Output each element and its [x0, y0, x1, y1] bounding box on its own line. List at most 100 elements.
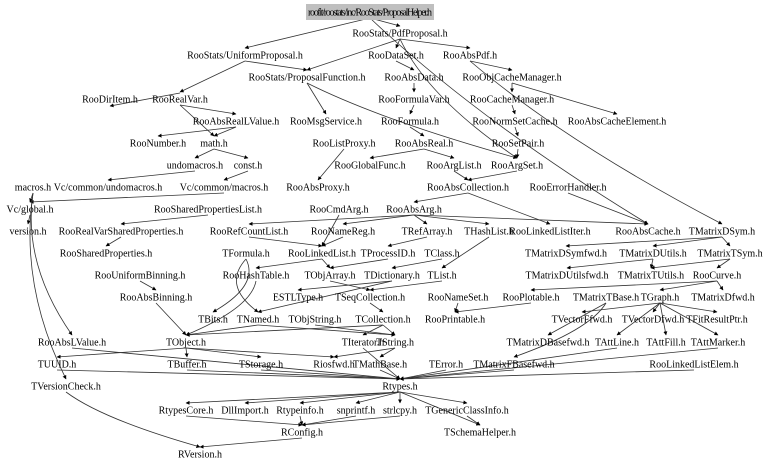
node-tattline-h[interactable]: TAttLine.h: [595, 338, 639, 349]
node-roorealvarsharedproperties-h[interactable]: RooRealVarSharedProperties.h: [59, 227, 184, 238]
node-riosfwd-h[interactable]: Riosfwd.h: [313, 360, 354, 371]
node-rooformulavar-h[interactable]: RooFormulaVar.h: [378, 95, 449, 106]
node-tlist-h[interactable]: TList.h: [427, 271, 456, 282]
node-tvectordfwd-h[interactable]: TVectorDfwd.h: [622, 315, 684, 326]
node-roonameset-h[interactable]: RooNameSet.h: [428, 293, 489, 304]
node-roostats-proposalfunction-h[interactable]: RooStats/ProposalFunction.h: [249, 73, 366, 84]
node-trefarray-h[interactable]: TRefArray.h: [402, 227, 453, 238]
node-tmatrixdutilsfwd-h[interactable]: TMatrixDUtilsfwd.h: [525, 271, 608, 282]
node-roodiritem-h[interactable]: RooDirItem.h: [82, 95, 138, 106]
node-rooabsdata-h[interactable]: RooAbsData.h: [384, 73, 443, 84]
node-tuuid-h[interactable]: TUUID.h: [38, 360, 77, 371]
node-tmatrixfbasefwd-h[interactable]: TMatrixFBasefwd.h: [473, 360, 554, 371]
node-rooformula-h[interactable]: RooFormula.h: [381, 117, 439, 128]
node-titerator-h[interactable]: TIterator.h: [342, 338, 384, 349]
node-vc-common-macros-h[interactable]: Vc/common/macros.h: [180, 183, 269, 194]
node-roolinkedlistelem-h[interactable]: RooLinkedListElem.h: [649, 360, 738, 371]
node-tbuffer-h[interactable]: TBuffer.h: [168, 360, 207, 371]
node-thashlist-h[interactable]: THashList.h: [464, 227, 514, 238]
node-roostats-uniformproposal-h[interactable]: RooStats/UniformProposal.h: [187, 51, 303, 62]
node-rooabscacheelement-h[interactable]: RooAbsCacheElement.h: [568, 117, 667, 128]
node-rooobjcachemanager-h[interactable]: RooObjCacheManager.h: [462, 73, 561, 84]
node-rooabscache-h[interactable]: RooAbsCache.h: [615, 227, 680, 238]
node-tmatrixdbasefwd-h[interactable]: TMatrixDBasefwd.h: [506, 338, 589, 349]
node-tclass-h[interactable]: TClass.h: [424, 249, 459, 260]
node-tschemahelper-h[interactable]: TSchemaHelper.h: [444, 428, 516, 439]
node-roonumber-h[interactable]: RooNumber.h: [130, 139, 186, 150]
node-roolinkedlistiter-h[interactable]: RooLinkedListIter.h: [509, 227, 590, 238]
node-tstorage-h[interactable]: TStorage.h: [239, 360, 283, 371]
node-rooabsreal-h[interactable]: RooAbsReal.h: [395, 139, 454, 150]
node-roocmdarg-h[interactable]: RooCmdArg.h: [310, 205, 369, 216]
node-roosetpair-h[interactable]: RooSetPair.h: [492, 139, 545, 150]
node-tmatrixdsymfwd-h[interactable]: TMatrixDSymfwd.h: [525, 249, 607, 260]
node-tmathbase-h[interactable]: TMathBase.h: [353, 360, 407, 371]
node-rconfig-h[interactable]: RConfig.h: [281, 428, 323, 439]
node-rtypeinfo-h[interactable]: Rtypeinfo.h: [276, 406, 324, 417]
node-rtypes-h[interactable]: Rtypes.h: [382, 382, 417, 393]
node-tmatrixtbase-h[interactable]: TMatrixTBase.h: [573, 293, 639, 304]
node-rooplotable-h[interactable]: RooPlotable.h: [503, 293, 560, 304]
node-tobjarray-h[interactable]: TObjArray.h: [304, 271, 355, 282]
node-tdictionary-h[interactable]: TDictionary.h: [364, 271, 420, 282]
node-version-h[interactable]: version.h: [10, 227, 47, 238]
node-rooabsbinning-h[interactable]: RooAbsBinning.h: [120, 293, 193, 304]
node-roolistproxy-h[interactable]: RooListProxy.h: [313, 139, 376, 150]
node-tmatrixtutils-h[interactable]: TMatrixTUtils.h: [618, 271, 684, 282]
node-roohashtable-h[interactable]: RooHashTable.h: [223, 271, 290, 282]
node-roostats-pdfproposal-h[interactable]: RooStats/PdfProposal.h: [352, 29, 447, 40]
node-rooabsreallvalue-h[interactable]: RooAbsRealLValue.h: [193, 117, 280, 128]
node-roorealvar-h[interactable]: RooRealVar.h: [152, 95, 208, 106]
node-tmatrixdutils-h[interactable]: TMatrixDUtils.h: [619, 249, 687, 260]
node-roonormsetcache-h[interactable]: RooNormSetCache.h: [472, 117, 557, 128]
node-roofit-roostats-inc-roostats-proposalhelper-h[interactable]: roofit/roostats/inc/RooStats/ProposalHel…: [306, 4, 434, 20]
node-rooprintable-h[interactable]: RooPrintable.h: [425, 315, 485, 326]
node-rooargset-h[interactable]: RooArgSet.h: [491, 161, 543, 172]
node-tversioncheck-h[interactable]: TVersionCheck.h: [31, 382, 101, 393]
node-roolinkedlist-h[interactable]: RooLinkedList.h: [288, 249, 356, 260]
node-roomsgservice-h[interactable]: RooMsgService.h: [290, 117, 362, 128]
node-terror-h[interactable]: TError.h: [429, 360, 463, 371]
node-tgraph-h[interactable]: TGraph.h: [641, 293, 680, 304]
node-roonamereg-h[interactable]: RooNameReg.h: [311, 227, 375, 238]
node-rooabslvalue-h[interactable]: RooAbsLValue.h: [38, 338, 106, 349]
node-tseqcollection-h[interactable]: TSeqCollection.h: [335, 293, 405, 304]
node-roosharedproperties-h[interactable]: RooSharedProperties.h: [60, 249, 153, 260]
node-roocachemanager-h[interactable]: RooCacheManager.h: [470, 95, 554, 106]
node-tattmarker-h[interactable]: TAttMarker.h: [691, 338, 745, 349]
node-dllimport-h[interactable]: DllImport.h: [221, 406, 269, 417]
node-tnamed-h[interactable]: TNamed.h: [237, 315, 280, 326]
node-tprocessid-h[interactable]: TProcessID.h: [361, 249, 416, 260]
node-tfitresultptr-h[interactable]: TFitResultPtr.h: [686, 315, 747, 326]
node-tmatrixdsym-h[interactable]: TMatrixDSym.h: [689, 227, 755, 238]
node-rooarglist-h[interactable]: RooArgList.h: [426, 161, 481, 172]
node-vc-global-h[interactable]: Vc/global.h: [7, 205, 54, 216]
node-vc-common-undomacros-h[interactable]: Vc/common/undomacros.h: [54, 183, 163, 194]
node-snprintf-h[interactable]: snprintf.h: [337, 406, 376, 417]
node-rooerrorhandler-h[interactable]: RooErrorHandler.h: [530, 183, 607, 194]
node-tobject-h[interactable]: TObject.h: [166, 338, 206, 349]
node-rooabspdf-h[interactable]: RooAbsPdf.h: [443, 51, 497, 62]
node-tvectorffwd-h[interactable]: TVectorFfwd.h: [552, 315, 613, 326]
node-roorefcountlist-h[interactable]: RooRefCountList.h: [210, 227, 289, 238]
node-roodataset-h[interactable]: RooDataSet.h: [368, 51, 424, 62]
node-tmatrixtsym-h[interactable]: TMatrixTSym.h: [697, 249, 762, 260]
node-macros-h[interactable]: macros.h: [15, 183, 51, 194]
node-math-h[interactable]: math.h: [200, 139, 228, 150]
node-rversion-h[interactable]: RVersion.h: [178, 450, 222, 461]
node-strlcpy-h[interactable]: strlcpy.h: [383, 406, 417, 417]
node-tobjstring-h[interactable]: TObjString.h: [289, 315, 342, 326]
node-tstring-h[interactable]: TString.h: [376, 338, 414, 349]
node-rooglobalfunc-h[interactable]: RooGlobalFunc.h: [334, 161, 405, 172]
node-undomacros-h[interactable]: undomacros.h: [167, 161, 223, 172]
node-tcollection-h[interactable]: TCollection.h: [355, 315, 410, 326]
node-roosharedpropertieslist-h[interactable]: RooSharedPropertiesList.h: [154, 205, 262, 216]
node-rtypescore-h[interactable]: RtypesCore.h: [159, 406, 214, 417]
node-rooabscollection-h[interactable]: RooAbsCollection.h: [427, 183, 509, 194]
node-estltype-h[interactable]: ESTLType.h: [273, 293, 323, 304]
node-tmatrixdfwd-h[interactable]: TMatrixDfwd.h: [691, 293, 755, 304]
node-const-h[interactable]: const.h: [234, 161, 263, 172]
node-rooabsarg-h[interactable]: RooAbsArg.h: [386, 205, 442, 216]
node-tattfill-h[interactable]: TAttFill.h: [646, 338, 685, 349]
node-tgenericclassinfo-h[interactable]: TGenericClassInfo.h: [425, 406, 509, 417]
